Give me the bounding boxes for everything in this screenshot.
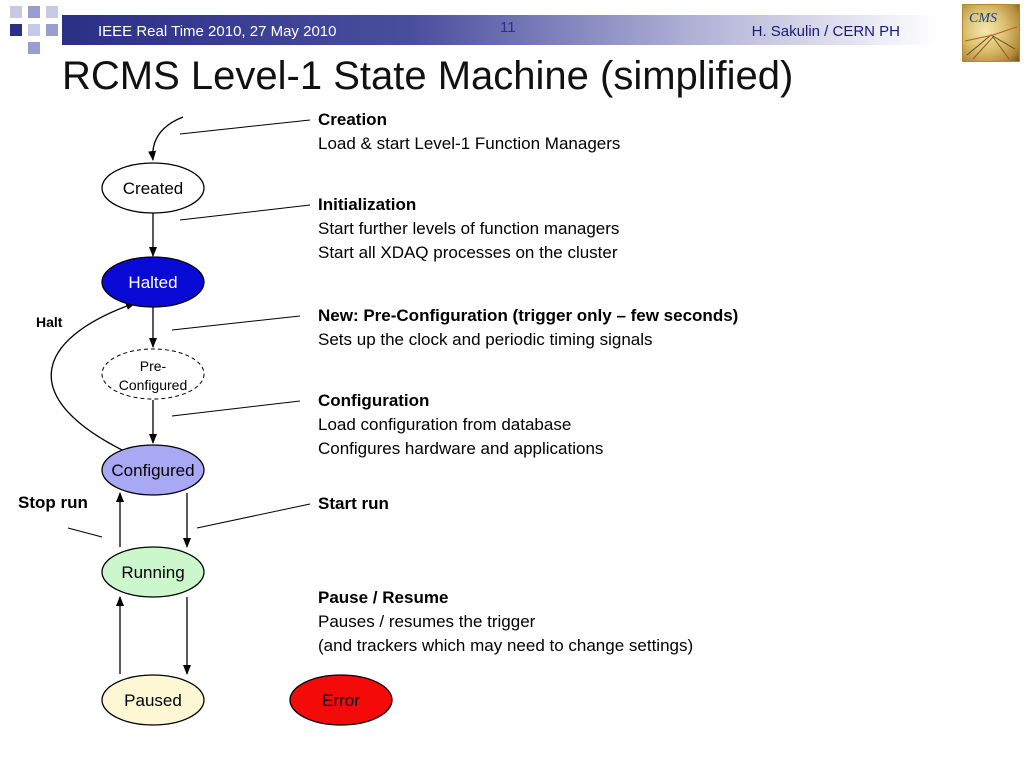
state-error <box>289 674 393 726</box>
note-configuration-line: Configures hardware and applications <box>318 439 604 458</box>
cms-logo-text: CMS <box>969 11 997 26</box>
cms-logo-graphic <box>964 26 1018 60</box>
state-running <box>101 546 205 598</box>
deco-square <box>10 24 22 36</box>
halt-label: Halt <box>36 314 63 330</box>
deco-square <box>28 42 40 54</box>
state-created <box>101 162 205 214</box>
deco-square <box>28 6 40 18</box>
deco-square <box>28 24 40 36</box>
state-paused <box>101 674 205 726</box>
callout-startrun <box>196 503 311 529</box>
note-pauseresume: Pause / Resume Pauses / resumes the trig… <box>318 586 693 658</box>
note-startrun: Start run <box>318 492 389 516</box>
callout-stoprun <box>67 527 103 538</box>
cms-logo: CMS <box>962 4 1020 62</box>
note-initialization-heading: Initialization <box>318 195 417 214</box>
stop-run-label: Stop run <box>18 493 88 512</box>
note-preconfiguration-heading: New: Pre-Configuration (trigger only – f… <box>318 306 739 325</box>
header-conference: IEEE Real Time 2010, 27 May 2010 <box>98 23 337 40</box>
state-preconfigured <box>101 348 205 400</box>
note-startrun-heading: Start run <box>318 494 389 513</box>
state-halted <box>101 256 205 308</box>
state-running-label: Running <box>121 563 184 582</box>
note-preconfiguration: New: Pre-Configuration (trigger only – f… <box>318 304 738 352</box>
header-author: H. Sakulin / CERN PH <box>751 23 900 40</box>
halt-arrow <box>50 302 136 453</box>
state-created-label: Created <box>123 179 183 198</box>
note-creation-heading: Creation <box>318 110 387 129</box>
callout-creation <box>179 119 311 135</box>
header-bar <box>62 15 938 45</box>
note-preconfiguration-line: Sets up the clock and periodic timing si… <box>318 330 653 349</box>
page-number: 11 <box>500 19 516 36</box>
deco-square <box>46 24 58 36</box>
callout-preconfiguration <box>171 315 301 331</box>
callout-initialization <box>179 204 311 221</box>
note-initialization: Initialization Start further levels of f… <box>318 193 619 265</box>
note-configuration: Configuration Load configuration from da… <box>318 389 603 461</box>
callout-configuration <box>171 400 301 417</box>
note-pauseresume-line: (and trackers which may need to change s… <box>318 636 694 655</box>
state-configured <box>101 444 205 496</box>
note-initialization-line: Start all XDAQ processes on the cluster <box>318 243 618 262</box>
state-preconfigured-label-2: Configured <box>119 377 188 393</box>
note-pauseresume-line: Pauses / resumes the trigger <box>318 612 536 631</box>
state-halted-label: Halted <box>128 273 177 292</box>
note-pauseresume-heading: Pause / Resume <box>318 588 449 607</box>
creation-arrow <box>148 116 184 161</box>
slide-title: RCMS Level-1 State Machine (simplified) <box>62 54 794 98</box>
note-initialization-line: Start further levels of function manager… <box>318 219 620 238</box>
note-creation: Creation Load & start Level-1 Function M… <box>318 108 620 156</box>
state-configured-label: Configured <box>111 461 194 480</box>
deco-square <box>10 6 22 18</box>
state-error-label: Error <box>322 691 360 710</box>
deco-square <box>46 6 58 18</box>
state-preconfigured-label-1: Pre- <box>140 358 167 374</box>
state-paused-label: Paused <box>124 691 182 710</box>
note-creation-line: Load & start Level-1 Function Managers <box>318 134 621 153</box>
note-configuration-heading: Configuration <box>318 391 430 410</box>
note-configuration-line: Load configuration from database <box>318 415 572 434</box>
